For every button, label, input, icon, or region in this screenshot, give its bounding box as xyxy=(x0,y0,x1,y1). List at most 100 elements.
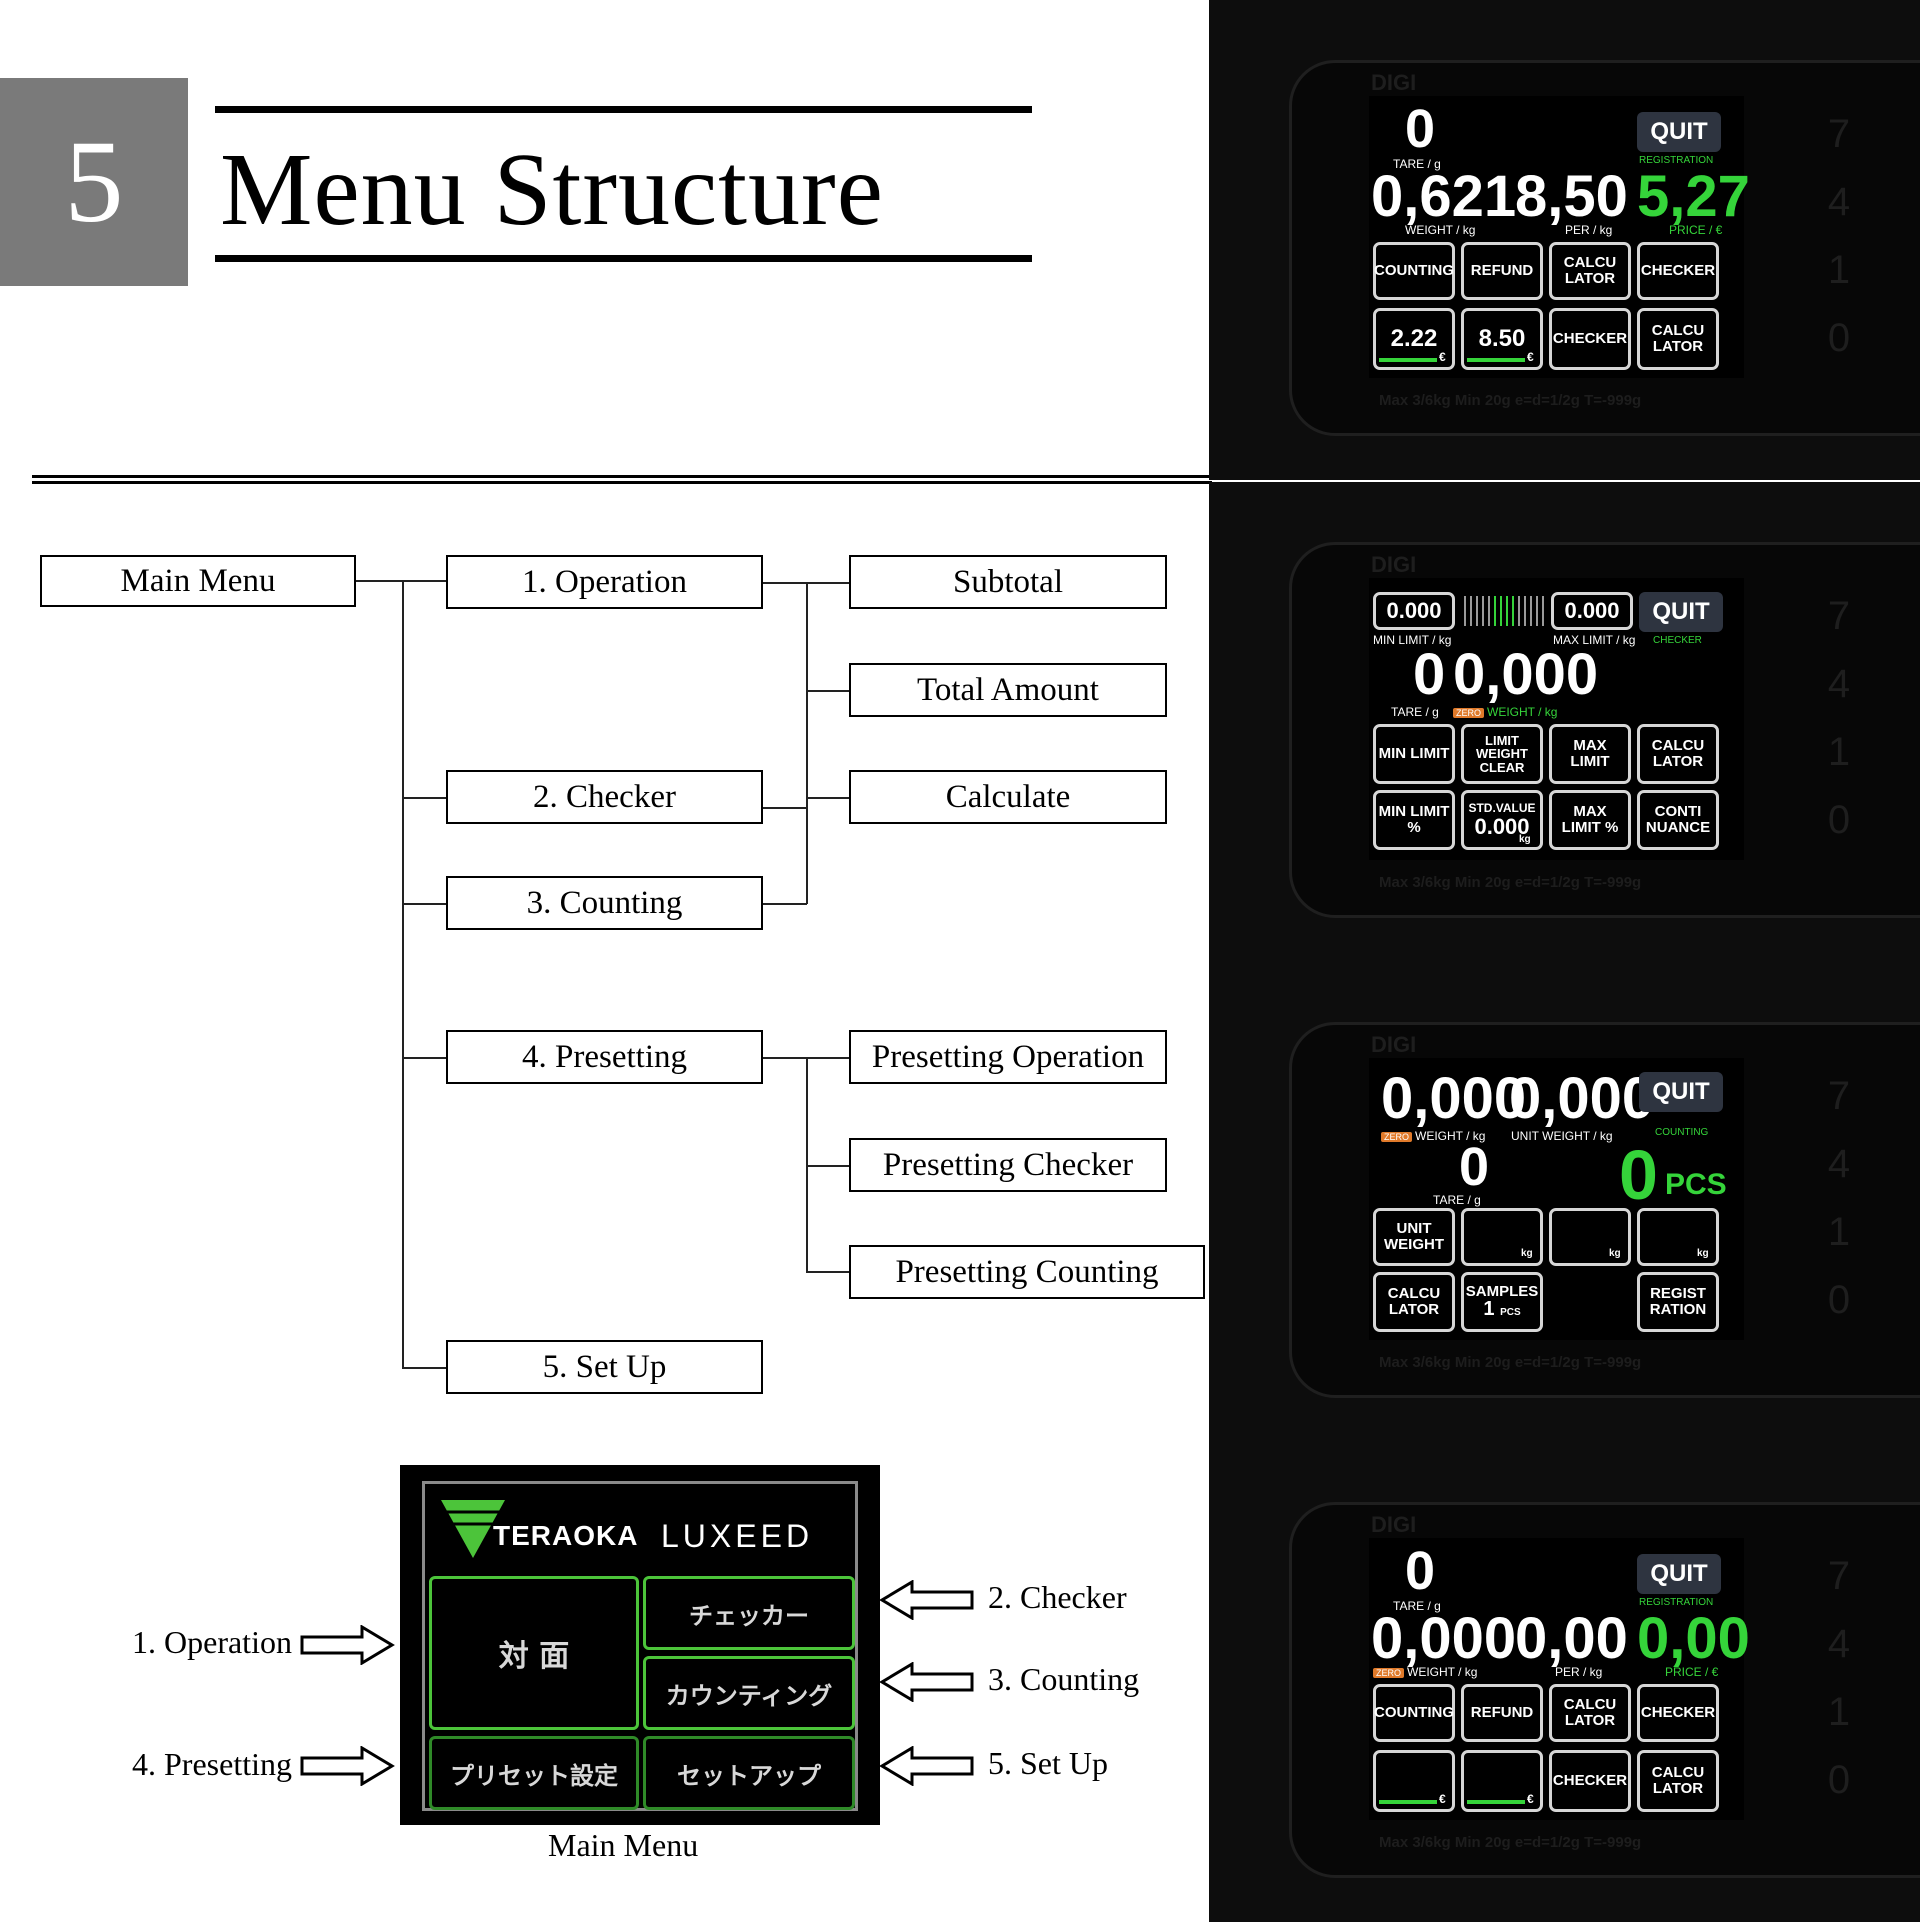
scale-screen: 0.000 0.000 QUIT MIN LIMIT / kg MAX LIMI… xyxy=(1369,578,1744,860)
zero-badge: ZERO xyxy=(1373,1668,1405,1678)
checker-button[interactable]: CHECKER xyxy=(1549,308,1631,370)
menu-checker-button[interactable]: チェッカー xyxy=(643,1576,855,1650)
tree-operation: 1. Operation xyxy=(446,555,763,609)
key[interactable]: 7 xyxy=(1827,112,1851,156)
tare-value: 0 xyxy=(1405,1541,1436,1601)
weight-value: 0,621 xyxy=(1371,164,1517,229)
price-value: 5,27 xyxy=(1637,164,1750,229)
calculator-button[interactable]: CALCU LATOR xyxy=(1637,1750,1719,1812)
key[interactable]: 4 xyxy=(1827,662,1851,706)
main-menu-caption: Main Menu xyxy=(548,1827,699,1863)
payment-key-1[interactable]: 2.22 xyxy=(1373,308,1455,370)
page-title: Menu Structure xyxy=(220,132,884,247)
unit-weight-label: UNIT WEIGHT / kg xyxy=(1511,1129,1613,1143)
limit-weight-clear-button[interactable]: LIMIT WEIGHT CLEAR xyxy=(1461,724,1543,784)
calculator-button[interactable]: CALCU LATOR xyxy=(1549,1684,1631,1742)
arrow-left-icon xyxy=(879,1662,974,1702)
tree-counting: 3. Counting xyxy=(446,876,763,930)
tree-presetting-counting: Presetting Counting xyxy=(849,1245,1205,1299)
preset-unit: kg xyxy=(1609,1248,1621,1259)
key[interactable]: 4 xyxy=(1827,1142,1851,1186)
key[interactable]: 7 xyxy=(1827,1074,1851,1118)
preset-key-3[interactable] xyxy=(1637,1208,1719,1266)
preset-key-2[interactable] xyxy=(1549,1208,1631,1266)
key[interactable]: 7 xyxy=(1827,594,1851,638)
max-limit-display: 0.000 xyxy=(1551,592,1633,630)
calculator-button[interactable]: CALCU LATOR xyxy=(1373,1272,1455,1332)
key[interactable]: 7 xyxy=(1827,1554,1851,1598)
menu-operation-button[interactable]: 対 面 xyxy=(429,1576,639,1730)
chapter-number: 5 xyxy=(0,78,188,286)
refund-button[interactable]: REFUND xyxy=(1461,242,1543,300)
digi-logo: DIGI xyxy=(1371,1512,1417,1537)
unit-weight-value: 0,000 xyxy=(1509,1066,1655,1131)
pcs-unit: PCS xyxy=(1665,1168,1727,1201)
tree-total-amount: Total Amount xyxy=(849,663,1167,717)
payment-key-1[interactable] xyxy=(1373,1750,1455,1812)
device-panel-registration-zero: DIGI 7 4 1 0 Max 3/6kg Min 20g e=d=1/2g … xyxy=(1209,1442,1920,1922)
menu-setup-button[interactable]: セットアップ xyxy=(643,1736,855,1810)
checker-button[interactable]: CHECKER xyxy=(1637,242,1719,300)
min-limit-button[interactable]: MIN LIMIT xyxy=(1373,724,1455,784)
zero-badge: ZERO xyxy=(1381,1132,1413,1142)
calculator-button[interactable]: CALCU LATOR xyxy=(1637,308,1719,370)
menu-presetting-button[interactable]: プリセット設定 xyxy=(429,1736,639,1810)
connector xyxy=(763,582,807,584)
quit-button[interactable]: QUIT xyxy=(1637,112,1721,152)
key[interactable]: 0 xyxy=(1827,316,1851,360)
preset-key-1[interactable] xyxy=(1461,1208,1543,1266)
menu-counting-button[interactable]: カウンティング xyxy=(643,1656,855,1730)
key[interactable]: 1 xyxy=(1827,1690,1851,1734)
key[interactable]: 4 xyxy=(1827,1622,1851,1666)
digi-logo: DIGI xyxy=(1371,1032,1417,1057)
mode-label: COUNTING xyxy=(1655,1127,1709,1138)
quit-button[interactable]: QUIT xyxy=(1639,592,1723,632)
checker-button[interactable]: CHECKER xyxy=(1637,1684,1719,1742)
refund-button[interactable]: REFUND xyxy=(1461,1684,1543,1742)
per-label: PER / kg xyxy=(1565,223,1613,237)
counting-button[interactable]: COUNTING xyxy=(1373,242,1455,300)
zero-badge: ZERO xyxy=(1453,708,1485,718)
quit-button[interactable]: QUIT xyxy=(1639,1072,1723,1112)
registration-button[interactable]: REGIST RATION xyxy=(1637,1272,1719,1332)
callout-counting: 3. Counting xyxy=(988,1661,1140,1697)
preset-unit: kg xyxy=(1521,1248,1533,1259)
key[interactable]: 1 xyxy=(1827,730,1851,774)
max-limit-percent-button[interactable]: MAX LIMIT % xyxy=(1549,790,1631,850)
tree-calculate: Calculate xyxy=(849,770,1167,824)
payment-key-2[interactable]: 8.50 xyxy=(1461,308,1543,370)
digi-logo: DIGI xyxy=(1371,70,1417,95)
calculator-button[interactable]: CALCU LATOR xyxy=(1637,724,1719,784)
samples-button[interactable]: SAMPLES 1 PCS xyxy=(1461,1272,1543,1332)
connector xyxy=(763,903,807,905)
continuance-button[interactable]: CONTI NUANCE xyxy=(1637,790,1719,850)
key[interactable]: 0 xyxy=(1827,798,1851,842)
max-limit-button[interactable]: MAX LIMIT xyxy=(1549,724,1631,784)
payment-key-2[interactable] xyxy=(1461,1750,1543,1812)
connector xyxy=(402,903,446,905)
calculator-button[interactable]: CALCU LATOR xyxy=(1549,242,1631,300)
scale-spec: Max 3/6kg Min 20g e=d=1/2g T=-999g xyxy=(1379,874,1642,891)
unit-weight-button[interactable]: UNIT WEIGHT xyxy=(1373,1208,1455,1266)
key[interactable]: 0 xyxy=(1827,1758,1851,1802)
key[interactable]: 1 xyxy=(1827,1210,1851,1254)
weight-value: 0,000 xyxy=(1371,1606,1517,1671)
std-value-button[interactable]: STD.VALUE 0.000 xyxy=(1461,790,1543,850)
connector xyxy=(402,797,446,799)
main-menu-frame: TERAOKA LUXEED 対 面 チェッカー カウンティング プリセット設定… xyxy=(422,1481,858,1811)
per-value: 8,50 xyxy=(1515,164,1628,229)
quit-button[interactable]: QUIT xyxy=(1637,1554,1721,1594)
mode-label: CHECKER xyxy=(1653,635,1702,646)
min-limit-percent-button[interactable]: MIN LIMIT % xyxy=(1373,790,1455,850)
tree-presetting: 4. Presetting xyxy=(446,1030,763,1084)
key[interactable]: 0 xyxy=(1827,1278,1851,1322)
weight-label: WEIGHT / kg xyxy=(1405,223,1476,237)
counting-button[interactable]: COUNTING xyxy=(1373,1684,1455,1742)
checker-button[interactable]: CHECKER xyxy=(1549,1750,1631,1812)
key[interactable]: 4 xyxy=(1827,180,1851,224)
callout-presetting: 4. Presetting xyxy=(132,1746,292,1782)
tree-presetting-checker: Presetting Checker xyxy=(849,1138,1167,1192)
device-panel-checker: DIGI 7 4 1 0 Max 3/6kg Min 20g e=d=1/2g … xyxy=(1209,482,1920,962)
key[interactable]: 1 xyxy=(1827,248,1851,292)
